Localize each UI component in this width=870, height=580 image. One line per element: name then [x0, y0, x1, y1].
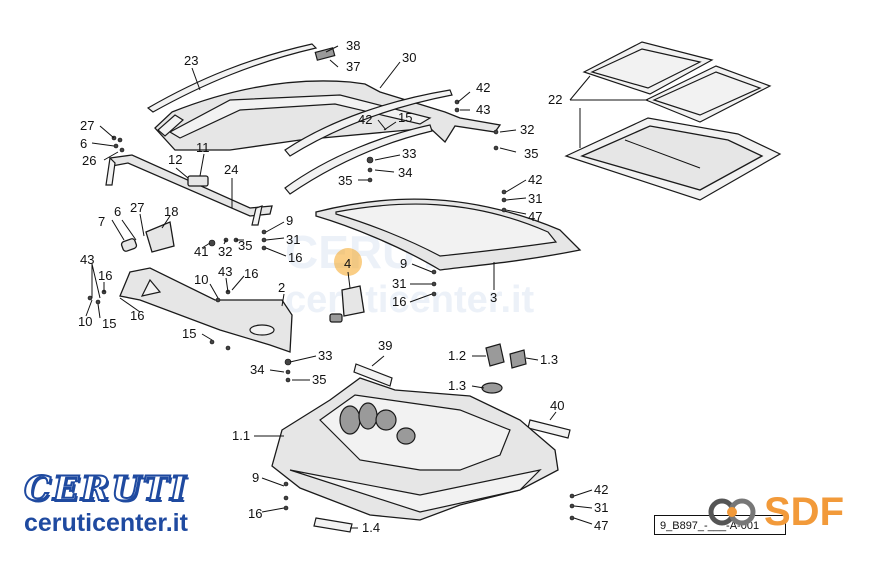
callout-27: 27 — [80, 118, 94, 133]
callout-6: 6 — [80, 136, 87, 151]
callout-1-4: 1.4 — [362, 520, 380, 535]
callout-35: 35 — [524, 146, 538, 161]
callout-16: 16 — [288, 250, 302, 265]
callout-42: 42 — [594, 482, 608, 497]
part-1-2-knob — [485, 343, 505, 367]
callout-16: 16 — [248, 506, 262, 521]
part-30-roof-frame — [154, 80, 502, 195]
watermark-url: ceruticenter.it — [285, 279, 535, 321]
callout-35: 35 — [338, 173, 352, 188]
callout-47: 47 — [594, 518, 608, 533]
callout-42: 42 — [358, 112, 372, 127]
ceruti-logo-brand: CERUTI — [23, 469, 189, 509]
callout-1-1: 1.1 — [232, 428, 250, 443]
part-1-3-clip — [481, 349, 527, 394]
callout-42: 42 — [476, 80, 490, 95]
callout-labels: 38 37 30 23 42 43 32 35 42 15 33 34 35 2… — [78, 38, 608, 535]
callout-31: 31 — [594, 500, 608, 515]
leader-lines — [85, 45, 648, 529]
ceruti-logo-url: ceruticenter.it — [24, 509, 188, 537]
callout-10: 10 — [78, 314, 92, 329]
callout-34: 34 — [250, 362, 264, 377]
callout-16: 16 — [130, 308, 144, 323]
part-3-roof-panel — [315, 198, 582, 271]
callout-1-3: 1.3 — [540, 352, 558, 367]
sdf-emblem-icon — [708, 498, 756, 526]
callout-41: 41 — [194, 244, 208, 259]
callout-47: 47 — [528, 209, 542, 224]
callout-9: 9 — [400, 256, 407, 271]
callout-1-3: 1.3 — [448, 378, 466, 393]
sdf-logo: SDF — [706, 488, 856, 536]
part-7-cap — [120, 238, 138, 252]
part-11-bracket — [187, 175, 209, 187]
part-22-glass-panels — [564, 41, 782, 201]
callout-35: 35 — [312, 372, 326, 387]
part-39-trim — [353, 363, 393, 387]
callout-2: 2 — [278, 280, 285, 295]
callout-24: 24 — [224, 162, 238, 177]
callout-22: 22 — [548, 92, 562, 107]
callout-38: 38 — [346, 38, 360, 53]
callout-9: 9 — [252, 470, 259, 485]
callout-33: 33 — [318, 348, 332, 363]
callout-33: 33 — [402, 146, 416, 161]
part-2-side-trim-panel — [119, 267, 293, 353]
callout-39: 39 — [378, 338, 392, 353]
callout-7: 7 — [98, 214, 105, 229]
callout-43: 43 — [476, 102, 490, 117]
part-38-clip — [314, 47, 336, 61]
callout-10: 10 — [194, 272, 208, 287]
callout-6: 6 — [114, 204, 121, 219]
part-1-1-headliner — [271, 377, 559, 521]
callout-15: 15 — [102, 316, 116, 331]
sdf-logo-text: SDF — [764, 490, 844, 534]
callout-32: 32 — [218, 244, 232, 259]
callout-42: 42 — [528, 172, 542, 187]
callout-11: 11 — [196, 140, 210, 155]
callout-4: 4 — [344, 256, 351, 271]
callout-16: 16 — [98, 268, 112, 283]
callout-37: 37 — [346, 59, 360, 74]
callout-31: 31 — [286, 232, 300, 247]
callout-30: 30 — [402, 50, 416, 65]
callout-16: 16 — [244, 266, 258, 281]
callout-43: 43 — [80, 252, 94, 267]
callout-12: 12 — [168, 152, 182, 167]
callout-16: 16 — [392, 294, 406, 309]
callout-31: 31 — [528, 191, 542, 206]
callout-27: 27 — [130, 200, 144, 215]
callout-15: 15 — [398, 110, 412, 125]
callout-9: 9 — [286, 213, 293, 228]
callout-43: 43 — [218, 264, 232, 279]
part-18-pad — [145, 221, 175, 253]
callout-31: 31 — [392, 276, 406, 291]
highlight-marker — [334, 248, 362, 276]
callout-18: 18 — [164, 204, 178, 219]
callout-35: 35 — [238, 238, 252, 253]
callout-3: 3 — [490, 290, 497, 305]
callout-34: 34 — [398, 165, 412, 180]
callout-26: 26 — [82, 153, 96, 168]
part-1-4-strip — [313, 517, 353, 533]
ceruti-logo: CERUTI ceruticenter.it — [23, 469, 284, 538]
part-23-roof-trim-strip — [146, 43, 318, 113]
callout-15: 15 — [182, 326, 196, 341]
part-4-cover — [329, 285, 365, 323]
part-40-trim — [527, 419, 571, 439]
callout-23: 23 — [184, 53, 198, 68]
callout-40: 40 — [550, 398, 564, 413]
callout-1-2: 1.2 — [448, 348, 466, 363]
callout-32: 32 — [520, 122, 534, 137]
